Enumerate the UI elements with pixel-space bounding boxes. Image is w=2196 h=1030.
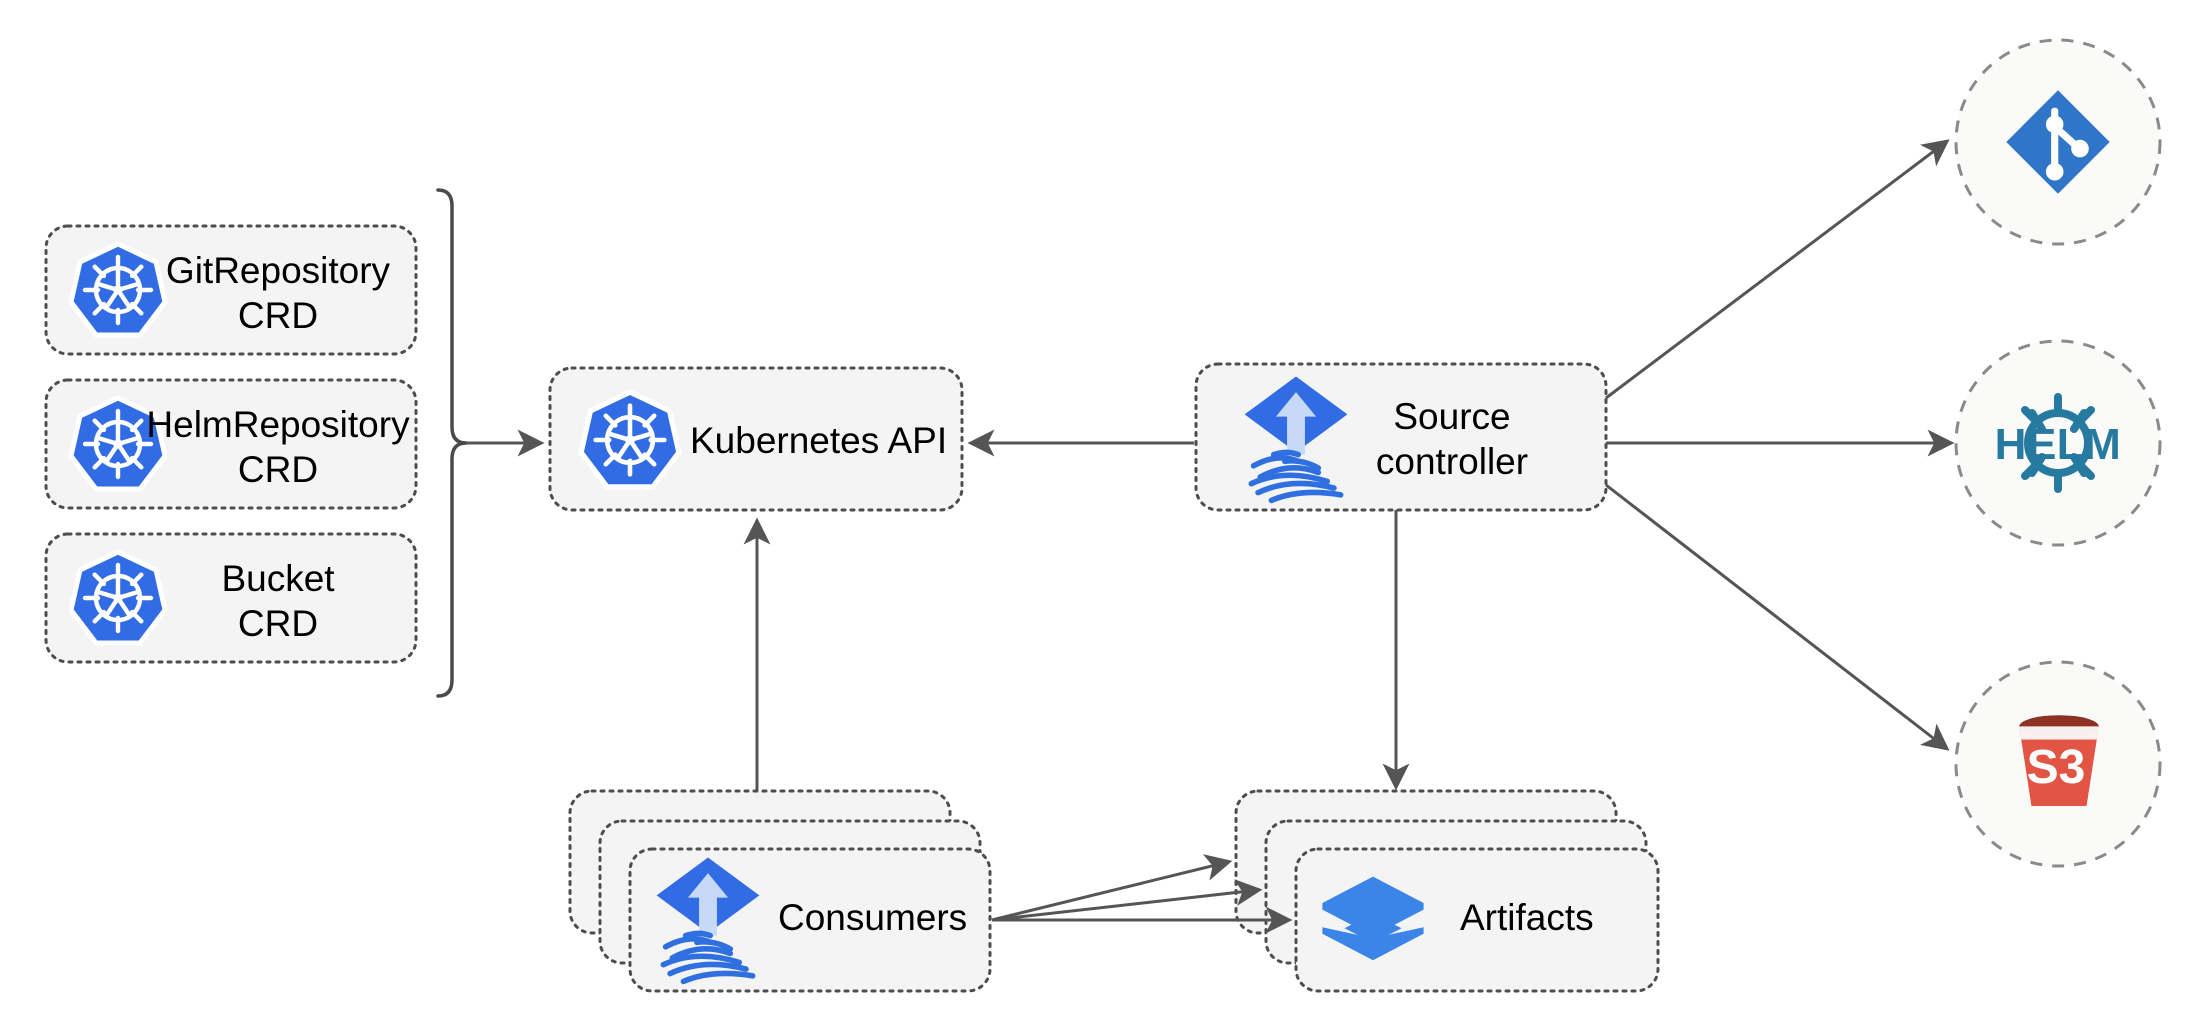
source-controller-label-line2: controller [1376, 441, 1528, 482]
target-s3[interactable]: S3 [1954, 660, 2162, 868]
node-consumers[interactable]: Consumers [568, 789, 992, 993]
kubernetes-icon [71, 244, 165, 335]
kubernetes-icon [71, 552, 165, 643]
target-helm[interactable]: HELM [1954, 339, 2162, 547]
crd-group: GitRepository CRD HelmRepository CRD Buc… [44, 224, 418, 664]
crd-card-gitrepository[interactable]: GitRepository CRD [44, 224, 418, 356]
crd-label-line1: HelmRepository [146, 404, 410, 445]
edge-source-controller-to-s3 [1605, 483, 1950, 751]
crd-group-brace [436, 188, 468, 698]
source-controller-label-line1: Source [1393, 396, 1510, 437]
s3-label: S3 [2027, 741, 2086, 794]
node-source-controller[interactable]: Source controller [1194, 362, 1608, 512]
crd-card-bucket[interactable]: Bucket CRD [44, 532, 418, 664]
crd-label-line1: GitRepository [166, 250, 391, 291]
target-git[interactable] [1954, 38, 2162, 246]
artifacts-label: Artifacts [1460, 897, 1594, 938]
kubernetes-icon [581, 392, 679, 487]
edge-consumers-to-artifacts-1 [991, 854, 1233, 922]
node-artifacts[interactable]: Artifacts [1234, 789, 1660, 993]
edge-source-controller-to-git [1605, 139, 1950, 400]
crd-label-line1: Bucket [221, 558, 335, 599]
consumers-label: Consumers [778, 897, 967, 938]
edge-consumers-to-artifacts-2 [991, 879, 1263, 922]
crd-label-line2: CRD [238, 449, 318, 490]
node-kubernetes-api[interactable]: Kubernetes API [548, 366, 964, 512]
crd-label-line2: CRD [238, 295, 318, 336]
crd-card-helmrepository[interactable]: HelmRepository CRD [44, 378, 418, 510]
helm-label: HELM [1995, 420, 2122, 469]
crd-label-line2: CRD [238, 603, 318, 644]
kubernetes-api-label: Kubernetes API [690, 420, 947, 461]
